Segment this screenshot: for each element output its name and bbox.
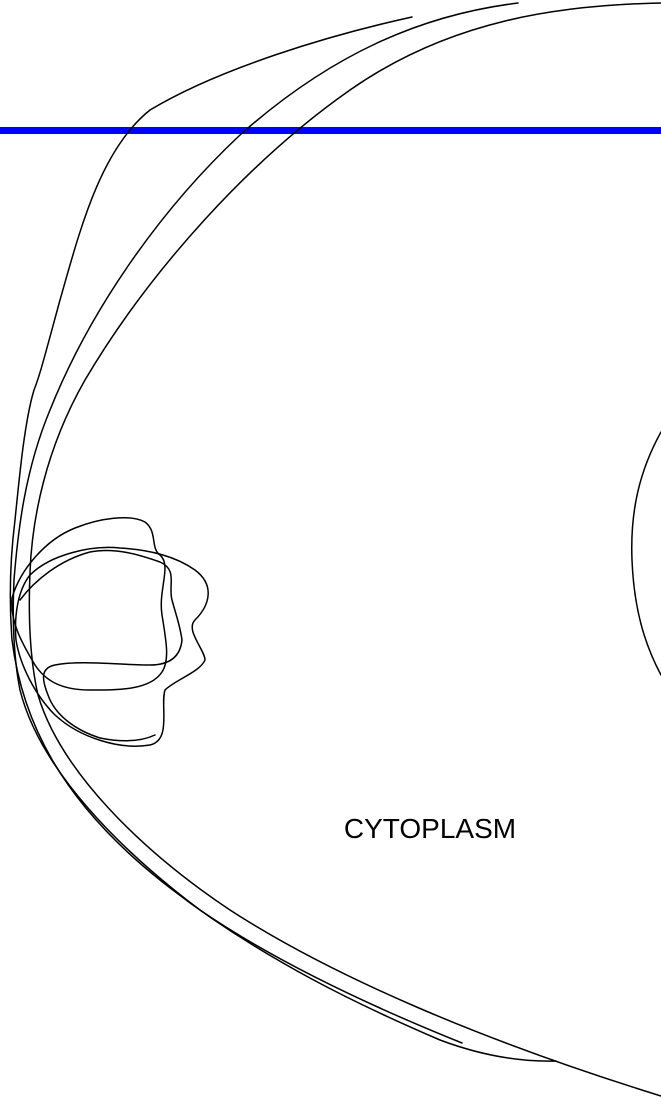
- membrane-line: [0, 127, 661, 134]
- cytoplasm-label: CYTOPLASM: [344, 813, 516, 844]
